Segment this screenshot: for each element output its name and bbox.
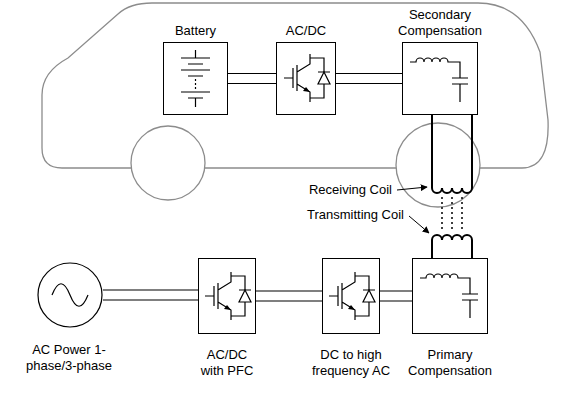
source-circle: AC Power 1-phase/3-phase — [37, 262, 103, 328]
block-box: AC/DC — [276, 42, 336, 115]
block-box: Primary Compensation — [412, 258, 488, 334]
wire-connector — [336, 74, 402, 84]
wire-connector — [380, 291, 412, 301]
car-wheel — [131, 126, 205, 200]
block-label: Battery — [151, 23, 241, 39]
block-label: Secondary Compensation — [390, 7, 490, 39]
block-box: DC to high frequency AC — [322, 258, 380, 334]
battery-symbol — [181, 50, 210, 107]
wire-connector — [256, 291, 322, 301]
car-wheel — [396, 123, 480, 207]
sine-wave — [52, 284, 88, 307]
transmitting-coil — [432, 235, 472, 258]
wire-connector — [228, 74, 276, 84]
leader-arrow — [409, 216, 429, 233]
igbt-symbol — [329, 272, 375, 320]
block-box: Battery — [163, 42, 228, 115]
leader-arrow — [397, 187, 427, 190]
coil-label: Transmitting Coil — [306, 207, 405, 223]
car-outline — [42, 3, 548, 207]
igbt-symbol — [205, 272, 251, 320]
block-box: AC/DC with PFC — [198, 258, 256, 334]
lc-compensation-symbol — [420, 274, 478, 318]
receiving-coil — [432, 115, 472, 193]
battery-cells — [181, 50, 210, 107]
coil-label: Receiving Coil — [308, 182, 393, 198]
lc-compensation-symbol — [410, 58, 468, 102]
block-box: Secondary Compensation — [402, 42, 478, 115]
magnetic-coupling — [442, 197, 462, 232]
block-label: Primary Compensation — [400, 347, 500, 379]
block-label: AC/DC — [261, 23, 351, 39]
wire-connector — [103, 290, 198, 300]
block-label: DC to high frequency AC — [309, 347, 393, 379]
igbt-symbol — [284, 54, 330, 102]
source-circle-outline — [38, 263, 102, 327]
source-outline — [37, 262, 103, 328]
battery-dots — [195, 79, 196, 89]
block-label: AC/DC with PFC — [195, 347, 259, 379]
block-label: AC Power 1-phase/3-phase — [14, 342, 124, 374]
